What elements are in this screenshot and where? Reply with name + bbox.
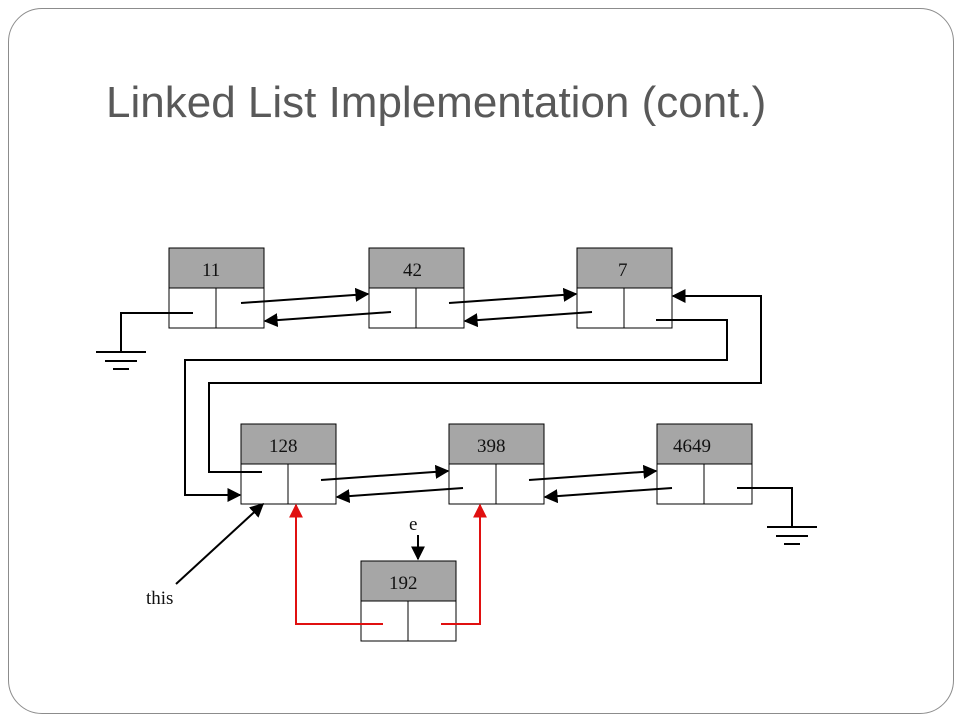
list-node-192: 192 [360,560,457,642]
prev-arrow-398-to-128 [335,487,464,504]
e-pointer-label: e [409,514,417,535]
node-value: 128 [269,436,298,457]
prev-arrow-4649-to-398 [543,487,673,504]
node-next-cell [415,287,465,329]
list-node-42: 42 [368,247,465,329]
node-prev-cell [448,463,497,505]
node-next-cell [703,463,753,505]
node-value: 192 [389,573,418,594]
node-next-cell [495,463,545,505]
node-prev-cell [576,287,625,329]
list-node-11: 11 [168,247,265,329]
node-value: 11 [202,260,220,281]
node-prev-cell [656,463,705,505]
node-prev-cell [240,463,289,505]
node-prev-cell [368,287,417,329]
next-arrow-11-to-42 [240,287,370,304]
list-node-7: 7 [576,247,673,329]
list-node-4649: 4649 [656,423,753,505]
page-title: Linked List Implementation (cont.) [106,78,767,127]
next-arrow-398-to-4649 [528,464,658,481]
node-prev-cell [360,600,409,642]
new-node-next-link [441,503,487,625]
node-next-cell [287,463,337,505]
this-pointer-arrow [175,503,265,585]
null-ground-right-icon [737,487,817,545]
this-pointer-label: this [146,588,173,609]
list-node-128: 128 [240,423,337,505]
prev-arrow-7-to-42 [463,311,593,328]
node-value: 4649 [673,436,711,457]
null-ground-left-icon [96,312,193,370]
node-header [168,247,265,289]
list-node-398: 398 [448,423,545,505]
prev-arrow-128-to-7 [208,289,762,473]
next-arrow-42-to-7 [448,287,578,304]
node-next-cell [407,600,457,642]
node-value: 42 [403,260,422,281]
node-value: 398 [477,436,506,457]
prev-arrow-42-to-11 [263,311,392,328]
node-value: 7 [618,260,628,281]
node-prev-cell [168,287,217,329]
node-next-cell [215,287,265,329]
node-next-cell [623,287,673,329]
new-node-prev-link [289,503,383,625]
next-arrow-7-to-128 [184,319,728,502]
node-header [368,247,465,289]
node-header [656,423,753,465]
next-arrow-128-to-398 [320,464,450,481]
node-header [360,560,457,602]
